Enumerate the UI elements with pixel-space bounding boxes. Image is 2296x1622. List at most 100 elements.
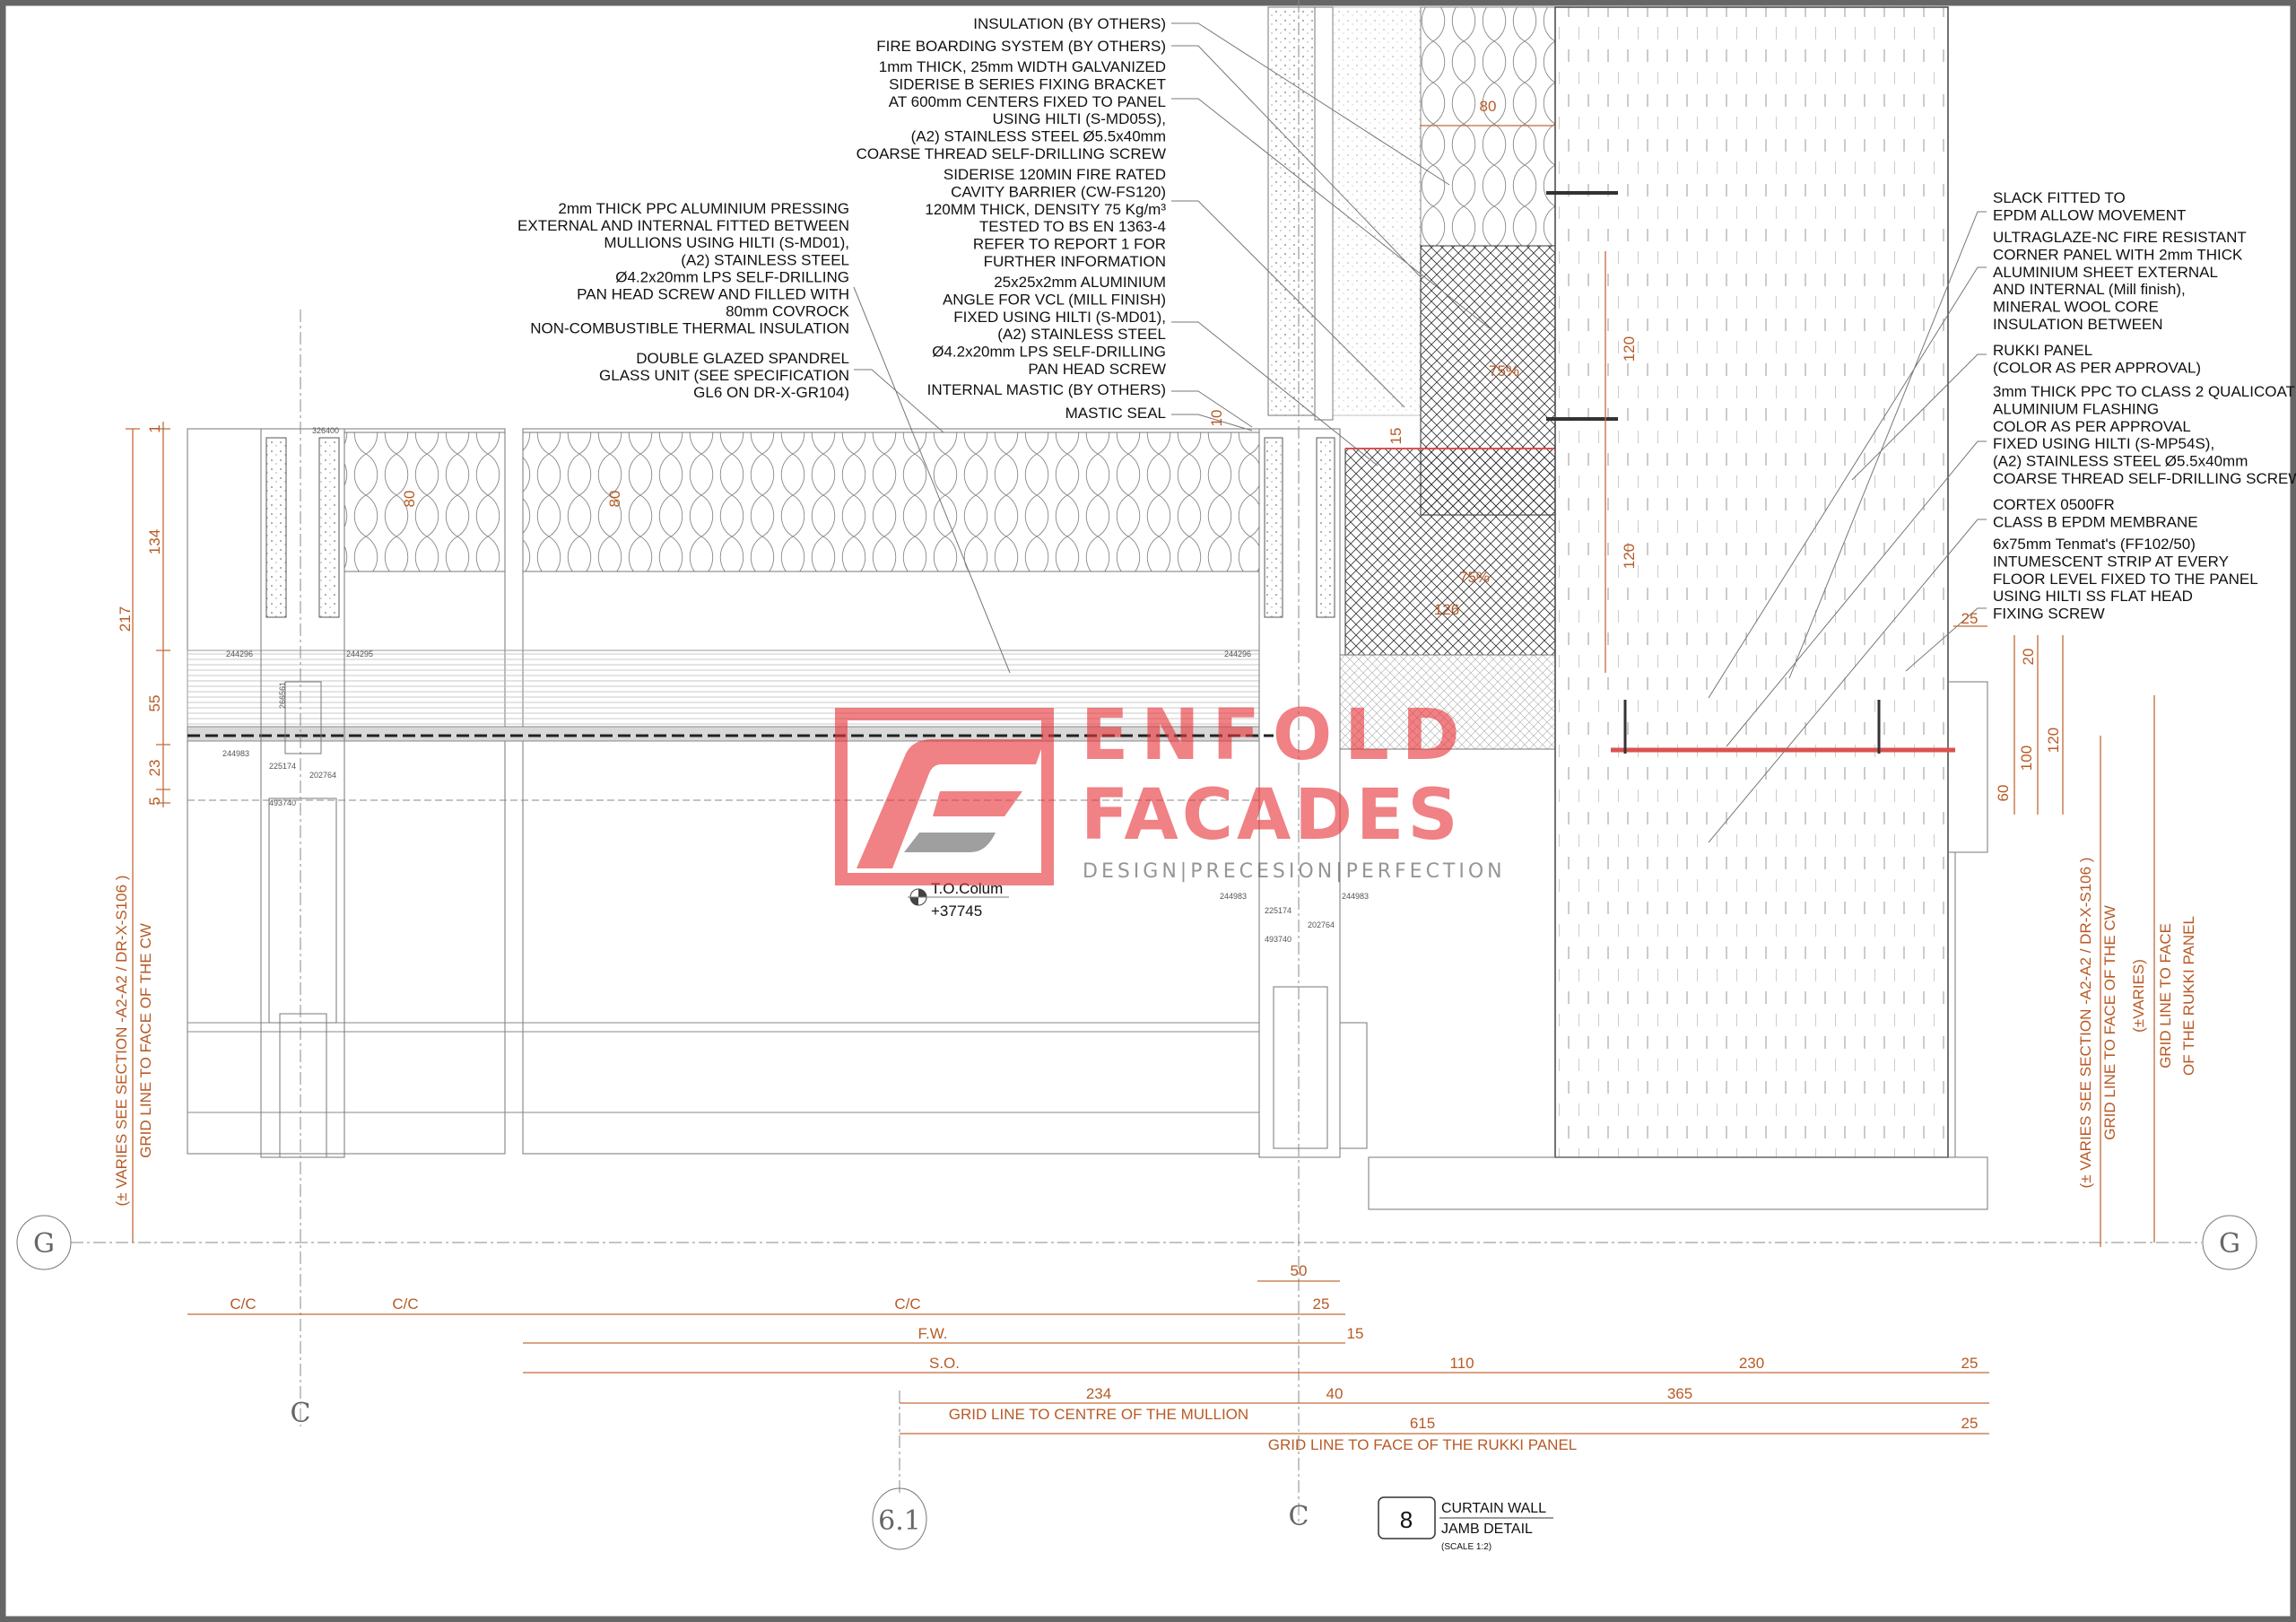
annotation-line: COARSE THREAD SELF-DRILLING SCREW — [1993, 470, 2296, 487]
dim-cc: C/C — [894, 1295, 920, 1312]
grid-bubble-g-right: G — [2219, 1228, 2240, 1260]
dim-110: 110 — [1449, 1355, 1474, 1372]
dim-75-percent: 75% — [1489, 362, 1519, 379]
part-number: 225174 — [269, 762, 296, 771]
annotation-line: ALUMINIUM FLASHING — [1993, 400, 2159, 417]
annotation-line: GL6 ON DR-X-GR104) — [693, 384, 849, 401]
centerline-symbol: C — [1289, 1501, 1309, 1532]
annotation-note: 6x75mm Tenmat's (FF102/50)INTUMESCENT ST… — [1993, 536, 2258, 623]
annotation-line: SLACK FITTED TO — [1993, 189, 2126, 206]
annotation-line: AND INTERNAL (Mill finish), — [1993, 281, 2186, 298]
annotation-line: ANGLE FOR VCL (MILL FINISH) — [943, 291, 1166, 308]
dim-15: 15 — [1387, 428, 1405, 445]
part-number: 244983 — [1220, 892, 1247, 901]
dim-fw: F.W. — [918, 1325, 947, 1342]
annotation-line: USING HILTI SS FLAT HEAD — [1993, 588, 2193, 605]
annotation-line: 120MM THICK, DENSITY 75 Kg/m³ — [925, 201, 1166, 218]
part-number: 244983 — [1342, 892, 1369, 901]
annotations-top: INSULATION (BY OTHERS)FIRE BOARDING SYST… — [857, 15, 1167, 422]
centerline-symbol: C — [291, 1398, 311, 1429]
construction-geometry — [187, 6, 1988, 1210]
annotation-line: INSULATION BETWEEN — [1993, 316, 2163, 333]
annotation-line: FIXED USING HILTI (S-MP54S), — [1993, 435, 2214, 452]
dim-134: 134 — [146, 529, 163, 554]
annotation-line: 80mm COVROCK — [726, 303, 850, 320]
dim-23: 23 — [146, 760, 163, 777]
dim-label-rukki: GRID LINE TO FACE OF THE RUKKI PANEL — [1268, 1436, 1578, 1453]
annotation-line: SIDERISE B SERIES FIXING BRACKET — [889, 75, 1166, 92]
annotation-line: SIDERISE 120MIN FIRE RATED — [944, 166, 1166, 183]
dim-25: 25 — [1961, 610, 1979, 627]
dim-25: 25 — [1313, 1295, 1330, 1312]
part-number: 202764 — [1308, 920, 1335, 929]
annotation-line: FIXING SCREW — [1993, 606, 2105, 623]
annotation-line: DOUBLE GLAZED SPANDREL — [636, 350, 849, 367]
vertical-label: (±VARIES) — [2130, 959, 2147, 1033]
annotation-line: 1mm THICK, 25mm WIDTH GALVANIZED — [879, 58, 1166, 75]
dim-cc: C/C — [392, 1295, 418, 1312]
annotation-line: AT 600mm CENTERS FIXED TO PANEL — [889, 93, 1166, 110]
level-value: +37745 — [931, 903, 982, 920]
part-number: 244983 — [222, 749, 249, 758]
annotation-line: CLASS B EPDM MEMBRANE — [1993, 513, 2198, 530]
annotation-line: NON-COMBUSTIBLE THERMAL INSULATION — [530, 320, 849, 337]
annotation-line: FLOOR LEVEL FIXED TO THE PANEL — [1993, 571, 2258, 588]
annotation-line: Ø4.2x20mm LPS SELF-DRILLING — [615, 268, 849, 285]
annotation-line: FURTHER INFORMATION — [984, 253, 1166, 270]
dim-234: 234 — [1086, 1385, 1111, 1402]
annotation-line: ALUMINIUM SHEET EXTERNAL — [1993, 264, 2218, 281]
part-number: 493740 — [269, 798, 296, 807]
annotations-left: 2mm THICK PPC ALUMINIUM PRESSINGEXTERNAL… — [517, 200, 850, 401]
dim-60: 60 — [1995, 785, 2012, 802]
annotation-line: COLOR AS PER APPROVAL — [1993, 418, 2191, 435]
watermark-line2: FACADES — [1081, 775, 1462, 856]
annotation-line: (A2) STAINLESS STEEL Ø5.5x40mm — [911, 128, 1166, 145]
annotation-line: COARSE THREAD SELF-DRILLING SCREW — [857, 145, 1166, 162]
dimension-labels: 217 134 1 55 23 5 80 80 80 120 120 75% 7… — [113, 98, 2197, 1453]
dim-80: 80 — [606, 491, 623, 508]
annotation-line: PAN HEAD SCREW AND FILLED WITH — [577, 286, 849, 303]
annotation-line: RUKKI PANEL — [1993, 342, 2092, 359]
dim-365: 365 — [1667, 1385, 1692, 1402]
watermark-line1: ENFOLD — [1081, 695, 1473, 776]
detail-number: 8 — [1400, 1506, 1413, 1533]
annotation-line: ULTRAGLAZE-NC FIRE RESISTANT — [1993, 229, 2247, 246]
part-number: 266561 — [278, 682, 287, 709]
annotation-line: EXTERNAL AND INTERNAL FITTED BETWEEN — [517, 217, 849, 234]
annotation-line: REFER TO REPORT 1 FOR — [973, 236, 1166, 253]
annotation-line: GLASS UNIT (SEE SPECIFICATION — [599, 367, 849, 384]
annotation-note: INTERNAL MASTIC (BY OTHERS) — [927, 381, 1166, 398]
annotation-line: 2mm THICK PPC ALUMINIUM PRESSING — [558, 200, 849, 217]
dim-120: 120 — [2045, 728, 2062, 753]
grid-bubble-6-1: 6.1 — [878, 1505, 921, 1537]
center-lines — [16, 0, 2257, 1550]
annotation-line: (A2) STAINLESS STEEL Ø5.5x40mm — [1993, 453, 2248, 470]
part-number: 244296 — [226, 650, 253, 658]
dim-75-percent: 75% — [1459, 569, 1490, 586]
part-number: 202764 — [309, 771, 336, 780]
dim-100: 100 — [2018, 746, 2035, 771]
dim-10: 10 — [1208, 410, 1225, 427]
dim-25: 25 — [1961, 1415, 1979, 1432]
annotation-line: FIRE BOARDING SYSTEM (BY OTHERS) — [876, 38, 1166, 55]
dim-cc: C/C — [230, 1295, 256, 1312]
part-number: 493740 — [1265, 935, 1292, 944]
logo-f-mark — [857, 739, 1045, 868]
annotation-line: CAVITY BARRIER (CW-FS120) — [951, 183, 1166, 200]
detail-title-line2: JAMB DETAIL — [1441, 1522, 1533, 1537]
annotation-line: INTUMESCENT STRIP AT EVERY — [1993, 553, 2229, 570]
annotation-line: (COLOR AS PER APPROVAL) — [1993, 359, 2201, 376]
vertical-label: GRID LINE TO FACE — [2157, 923, 2174, 1068]
dim-15: 15 — [1347, 1325, 1364, 1342]
detail-title-line1: CURTAIN WALL — [1441, 1501, 1546, 1516]
annotation-line: 3mm THICK PPC TO CLASS 2 QUALICOAT — [1993, 383, 2295, 400]
grid-bubble-g-left: G — [33, 1228, 55, 1260]
annotation-note: 3mm THICK PPC TO CLASS 2 QUALICOATALUMIN… — [1993, 383, 2296, 487]
annotation-line: CORTEX 0500FR — [1993, 496, 2115, 513]
annotation-note: MASTIC SEAL — [1065, 405, 1166, 422]
